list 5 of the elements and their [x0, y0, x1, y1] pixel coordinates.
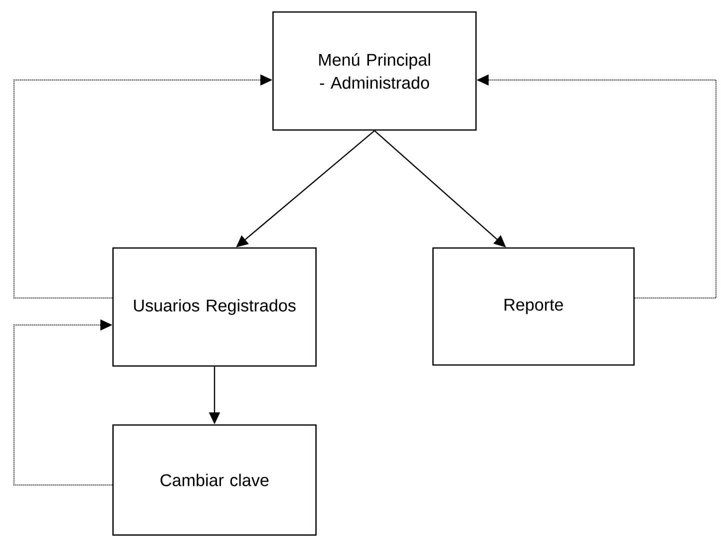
arrow — [14, 319, 113, 486]
process-box: Reporte — [432, 247, 635, 366]
process-box: Menú Principal - Administrado — [272, 11, 477, 131]
process-box: Cambiar clave — [112, 424, 317, 536]
process-box: Usuarios Registrados — [112, 247, 317, 367]
